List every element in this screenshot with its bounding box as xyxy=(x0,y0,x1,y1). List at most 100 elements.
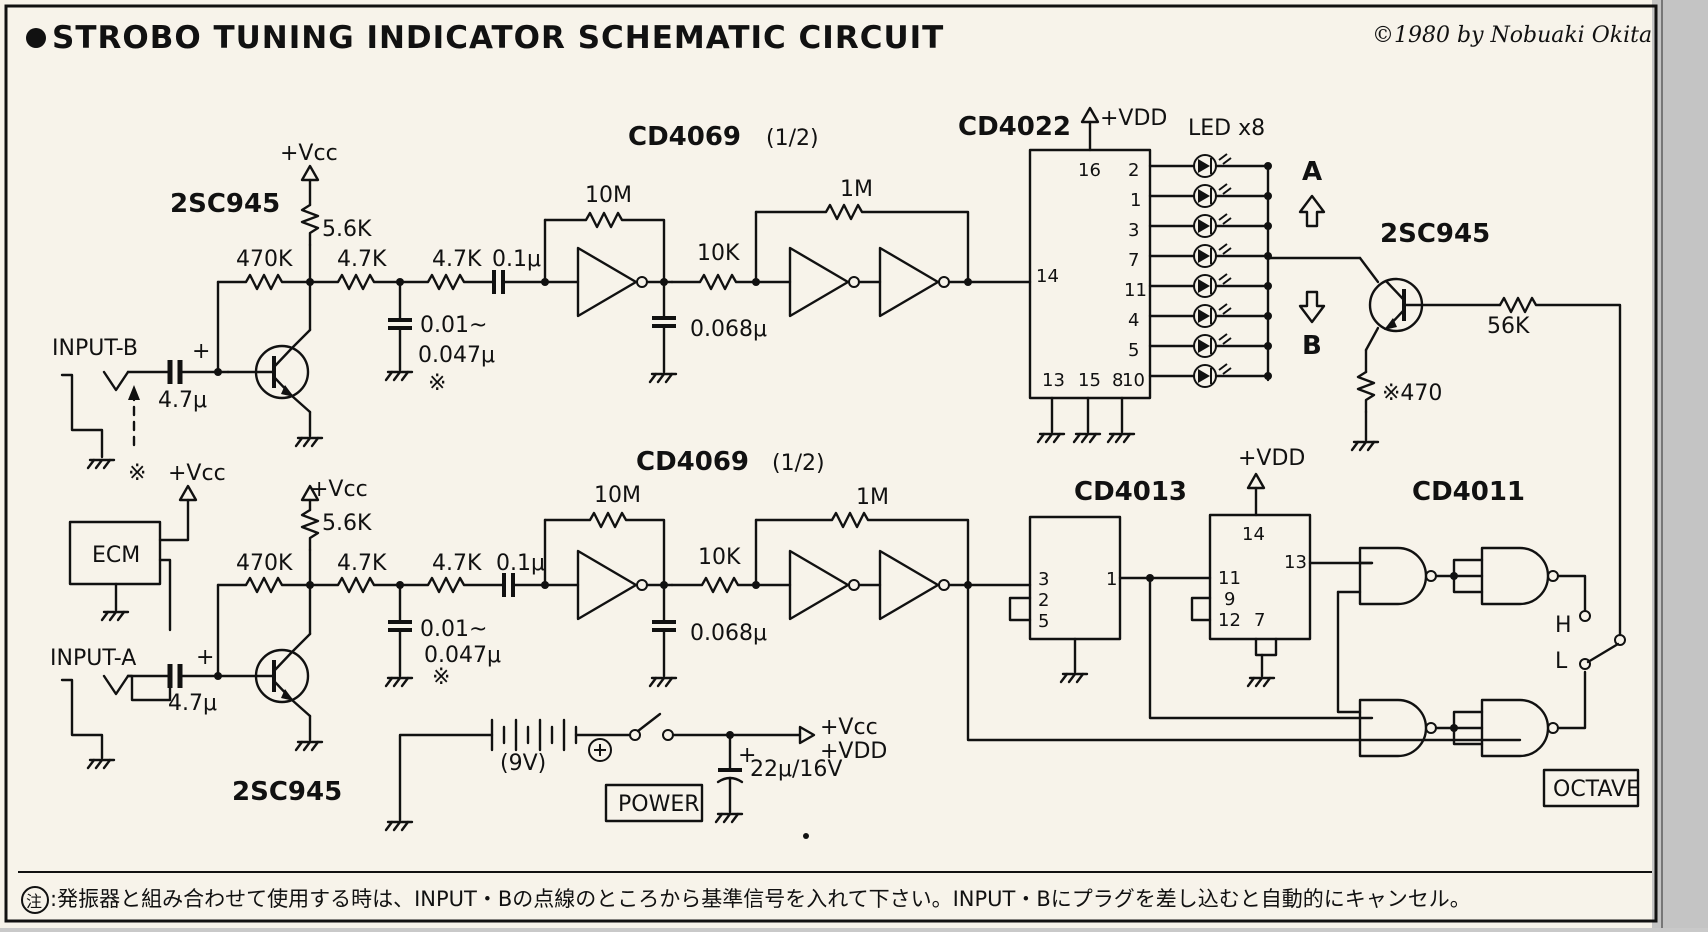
r-470k-top-label: 470K xyxy=(236,247,293,272)
pin-14: 14 xyxy=(1036,266,1059,287)
pin-4: 4 xyxy=(1128,310,1139,331)
footnote-text: :発振器と組み合わせて使用する時は、INPUT・Bの点線のところから基準信号を入… xyxy=(50,887,1471,911)
c-4u7-bottom-label: 4.7μ xyxy=(168,691,217,716)
c-001-bottom-label: 0.01~ xyxy=(420,617,487,642)
c-0u1-top-label: 0.1μ xyxy=(492,247,541,272)
ffb-pin-14: 14 xyxy=(1242,524,1265,545)
r-470k-bottom-label: 470K xyxy=(236,551,293,576)
ffb-pin-9: 9 xyxy=(1224,589,1235,610)
r-4k7-a-bottom-label: 4.7K xyxy=(337,551,387,576)
plus-mark-bottom: + xyxy=(196,645,214,670)
vcc-ecm-label: +Vcc xyxy=(168,461,226,486)
cd4011-label: CD4011 xyxy=(1412,477,1525,507)
input-b-label: INPUT-B xyxy=(52,336,138,361)
note-mark: 注 xyxy=(26,892,42,911)
power-supply: (9V) +Vcc +VDD + 22μ/16V POWER xyxy=(384,712,887,839)
tr-top-label: 2SC945 xyxy=(170,189,280,219)
title-bullet-icon xyxy=(26,28,46,48)
pin-2: 2 xyxy=(1128,160,1139,181)
ff-pin-5: 5 xyxy=(1038,611,1049,632)
paper xyxy=(0,0,1665,928)
pin-8: 8 xyxy=(1112,370,1123,391)
vdd-ff-label: +VDD xyxy=(1238,446,1305,471)
c-0068-top-label: 0.068μ xyxy=(690,317,767,342)
ff-pin-3: 3 xyxy=(1038,569,1049,590)
vcc-top-label: +Vcc xyxy=(280,141,338,166)
arrow-down-icon xyxy=(1298,290,1326,324)
r-5k6-top-label: 5.6K xyxy=(322,217,372,242)
asterisk-bottom: ※ xyxy=(432,665,450,690)
copyright: ©1980 by Nobuaki Okita xyxy=(1372,23,1652,48)
c-0u1-bottom-label: 0.1μ xyxy=(496,551,545,576)
cd4069-bottom-label: CD4069 xyxy=(636,447,749,477)
counter-led-block: CD4022 +VDD 16 2 1 3 7 11 4 5 10 14 13 1… xyxy=(958,106,1326,444)
vdd-counter-label: +VDD xyxy=(1100,106,1167,131)
direction-b-label: B xyxy=(1302,331,1322,361)
scan-edge xyxy=(1652,0,1708,928)
vdd-supply-label: +VDD xyxy=(820,739,887,764)
inverter-chain-bottom: CD4069 (1/2) 10M 0.068μ 10K 1M xyxy=(543,447,1522,742)
pin-7: 7 xyxy=(1128,250,1139,271)
frame-border xyxy=(4,4,1658,923)
r-4k7-a-top-label: 4.7K xyxy=(337,247,387,272)
ffb-pin-13: 13 xyxy=(1284,552,1307,573)
direction-a-label: A xyxy=(1302,157,1322,187)
cd4013-label: CD4013 xyxy=(1074,477,1187,507)
r-1m-bottom-label: 1M xyxy=(856,485,889,510)
inverter-1-top xyxy=(576,246,638,318)
ffb-pin-12: 12 xyxy=(1218,610,1241,631)
r-10m-bottom-label: 10M xyxy=(594,483,641,508)
switch-h-label: H xyxy=(1555,613,1572,638)
pin-3: 3 xyxy=(1128,220,1139,241)
arrow-up-icon xyxy=(1298,194,1326,228)
r-1m-top-label: 1M xyxy=(840,177,873,202)
c-4u7-top-label: 4.7μ xyxy=(158,388,207,413)
ff-pin-2: 2 xyxy=(1038,590,1049,611)
ffb-pin-7: 7 xyxy=(1254,610,1265,631)
octave-switch[interactable] xyxy=(1586,642,1620,664)
power-label: POWER xyxy=(618,792,700,817)
cd4069-bottom-half-label: (1/2) xyxy=(772,451,825,476)
nand-octave-block: CD4011 H L OCTAVE xyxy=(1336,477,1640,808)
plus-cap: + xyxy=(738,743,756,768)
r-56k-label: 56K xyxy=(1487,314,1530,339)
flipflop-block: CD4013 3 2 5 1 +VDD 14 13 11 9 12 7 xyxy=(1008,446,1374,720)
diagram-title: STROBO TUNING INDICATOR SCHEMATIC CIRCUI… xyxy=(52,20,944,56)
ecm-label: ECM xyxy=(92,543,140,568)
octave-box xyxy=(1542,768,1640,808)
r-470-label: ※470 xyxy=(1382,381,1442,406)
cd4022-chip xyxy=(1028,148,1152,400)
plus-terminal-icon xyxy=(588,738,612,762)
input-b-stage: INPUT-B ※ 4.7μ + 2SC945 +Vcc 5.6K xyxy=(52,141,580,486)
switch-l-label: L xyxy=(1555,649,1568,674)
pin-10: 10 xyxy=(1122,370,1145,391)
inverter-chain-top: CD4069 (1/2) 10M 0.068μ 10K 1M xyxy=(543,122,1032,384)
c-0047-bottom-label: 0.047μ xyxy=(424,643,501,668)
r-4k7-b-top-label: 4.7K xyxy=(432,247,482,272)
pin-5: 5 xyxy=(1128,340,1139,361)
ff-pin-1: 1 xyxy=(1106,569,1117,590)
c-22u-label: 22μ/16V xyxy=(750,757,842,782)
r-10k-bottom-label: 10K xyxy=(698,545,741,570)
r-5k6-bottom-label: 5.6K xyxy=(322,511,372,536)
battery-label: (9V) xyxy=(500,751,546,776)
pin-16: 16 xyxy=(1078,160,1101,181)
cd4022-label: CD4022 xyxy=(958,112,1071,142)
pin-13: 13 xyxy=(1042,370,1065,391)
cd4013-chip-b xyxy=(1208,513,1312,641)
r-10k-top-label: 10K xyxy=(697,241,740,266)
c-001-top-label: 0.01~ xyxy=(420,313,487,338)
led-count-label: LED x8 xyxy=(1188,116,1265,141)
plus-mark: + xyxy=(192,339,210,364)
asterisk-top: ※ xyxy=(428,371,446,396)
power-switch[interactable] xyxy=(636,712,662,733)
pin-11: 11 xyxy=(1124,280,1147,301)
input-a-label: INPUT-A xyxy=(50,646,136,671)
led-driver-stage: 2SC945 56K ※470 xyxy=(1266,219,1622,637)
c-0068-bottom-label: 0.068μ xyxy=(690,621,767,646)
cd4069-top-half-label: (1/2) xyxy=(766,126,819,151)
power-box xyxy=(604,783,704,823)
vcc-bottom-label: +Vcc xyxy=(310,477,368,502)
